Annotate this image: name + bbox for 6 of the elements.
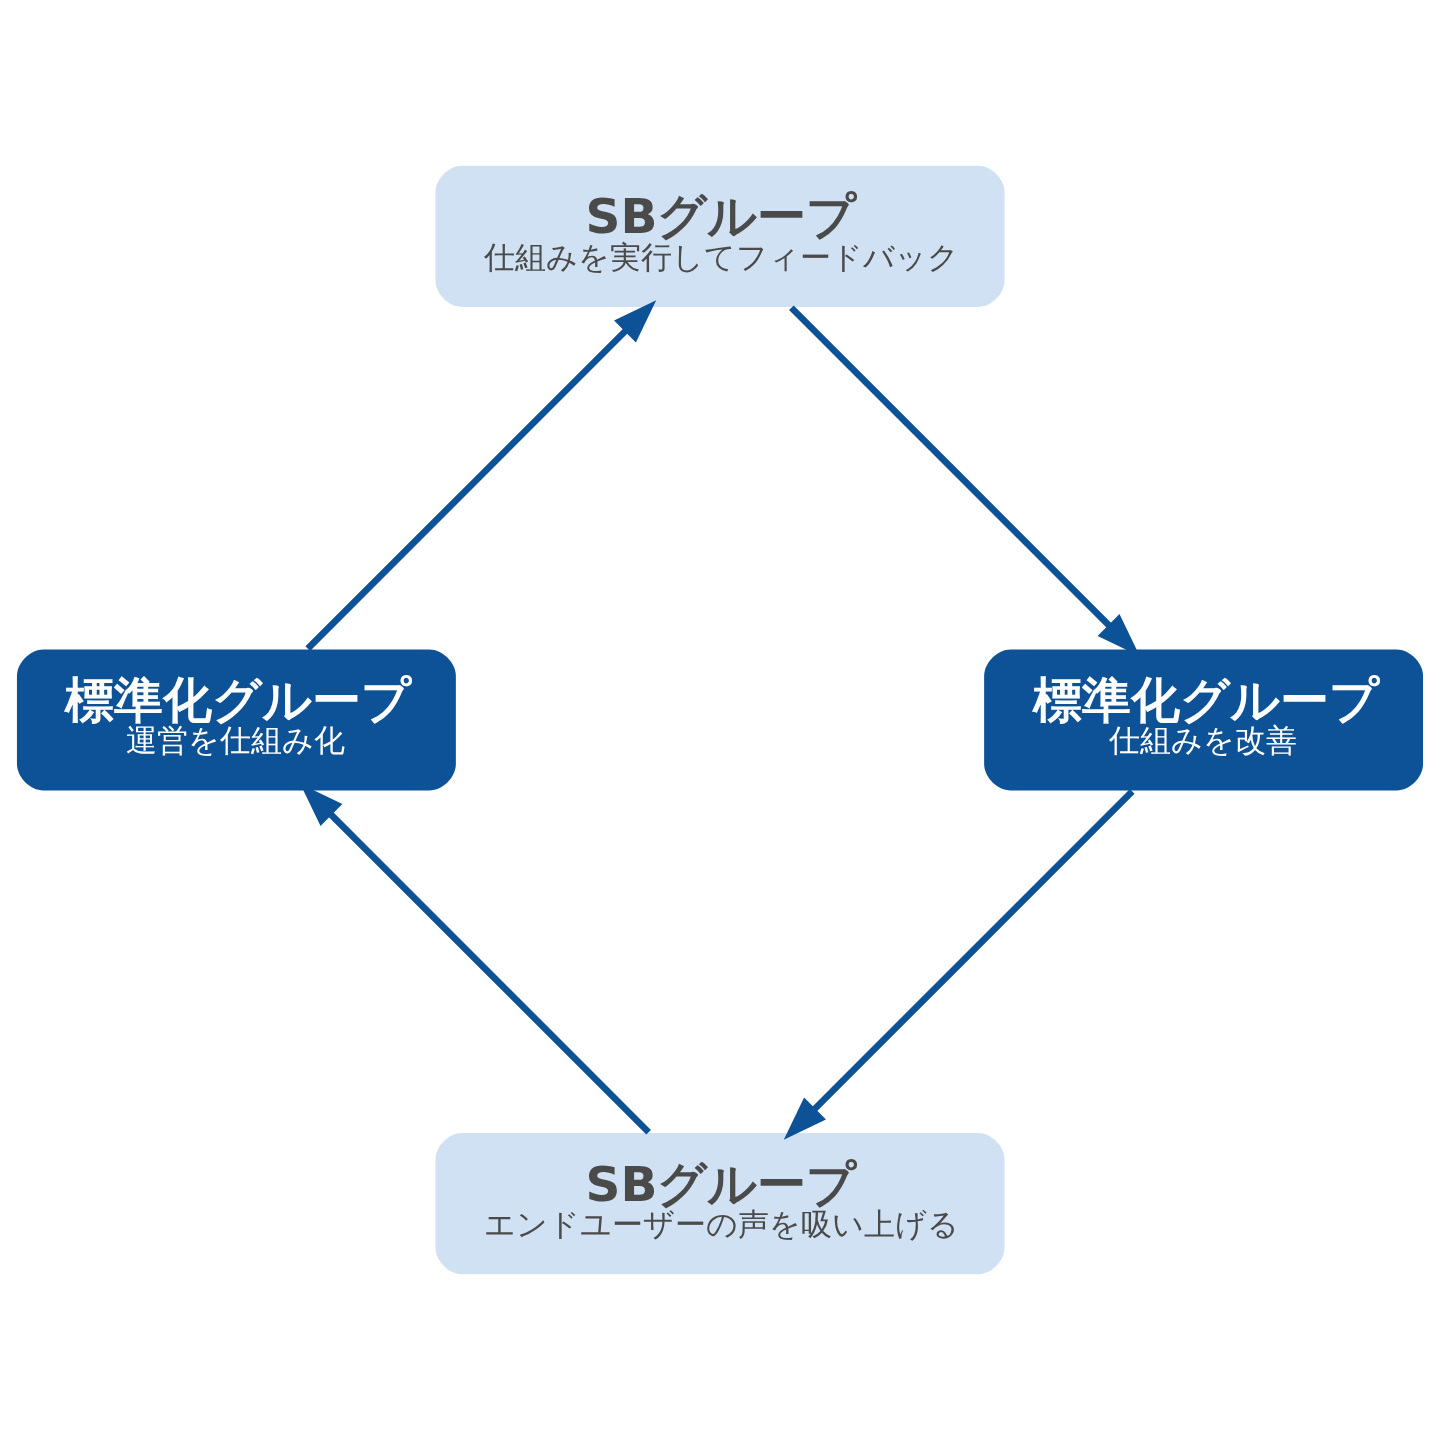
arrow [305,300,657,651]
node-box: SBグループ 仕組みを実行してフィードバック [435,165,1005,307]
node-box: SBグループ エンドユーザーの声を吸い上げる [435,1133,1005,1275]
arrow [783,789,1135,1140]
node-box: 標準化グループ 運営を仕組み化 [16,649,456,791]
node-box: 標準化グループ 仕組みを改善 [984,649,1424,791]
